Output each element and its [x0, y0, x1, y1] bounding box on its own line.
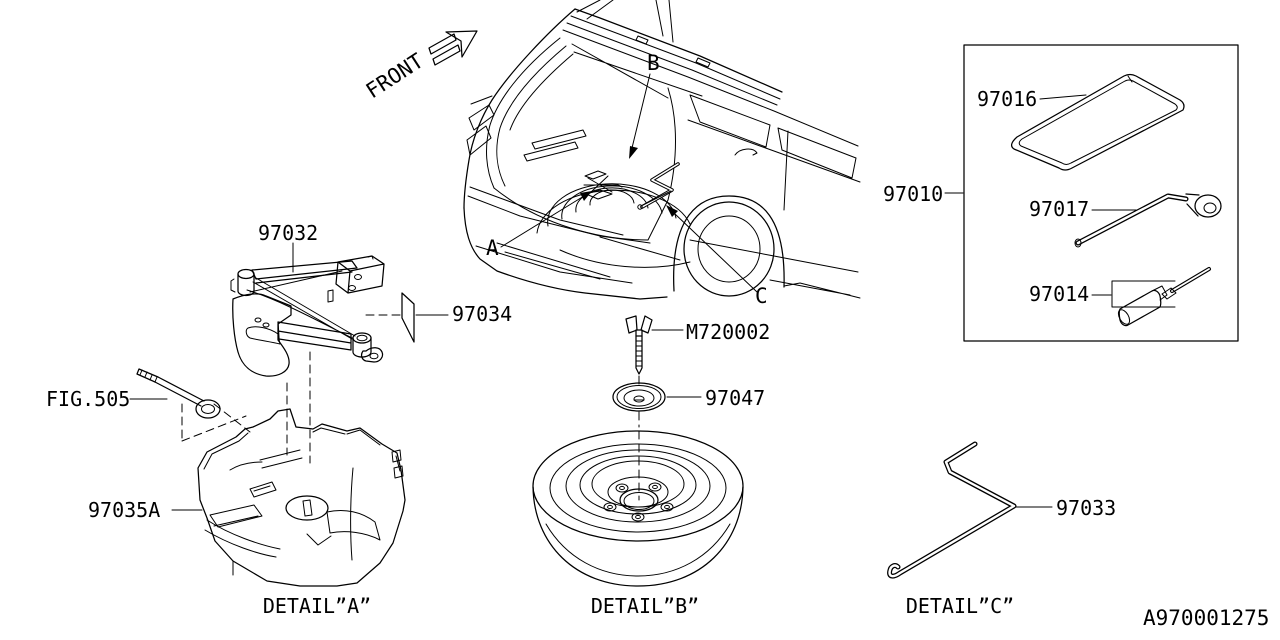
ref-label-a: A — [486, 236, 499, 260]
tool-kit-box: 97010 97016 97017 97014 — [883, 44, 1239, 342]
arrowhead-c-icon — [666, 205, 678, 217]
ref-label-b: B — [647, 51, 660, 75]
front-label: FRONT — [362, 48, 428, 103]
part-label-M720002: M720002 — [686, 320, 770, 344]
front-arrow-shaft-lower — [432, 44, 461, 66]
detail-c-caption: DETAIL”C” — [906, 594, 1014, 618]
arrowhead-b-icon — [629, 146, 638, 159]
part-label-97033: 97033 — [1056, 496, 1116, 520]
car-illustration — [463, 0, 861, 300]
tool-kit-frame — [963, 44, 1239, 342]
part-label-97047: 97047 — [705, 386, 765, 410]
tool-bag-drawing: 97016 — [977, 73, 1185, 171]
jack-drawing: 97032 — [230, 221, 385, 377]
spare-wheel-drawing: DETAIL”B” — [532, 430, 744, 618]
front-arrow-shaft-upper — [428, 33, 457, 55]
part-label-97014: 97014 — [1029, 282, 1089, 306]
foam-tray-drawing: 97035A DETAIL”A” — [88, 408, 406, 618]
lug-holes — [603, 482, 674, 522]
detail-a-caption: DETAIL”A” — [263, 594, 371, 618]
part-label-fig505: FIG.505 — [46, 387, 130, 411]
part-label-97032: 97032 — [258, 221, 318, 245]
ref-label-c: C — [755, 284, 768, 308]
stowed-jack-icon — [583, 170, 623, 200]
stowed-hook-icon — [637, 162, 680, 210]
part-label-97016: 97016 — [977, 87, 1037, 111]
wing-bolt-drawing: M720002 — [625, 315, 770, 375]
fig505-bolt-drawing: FIG.505 — [46, 351, 311, 464]
part-label-97035A: 97035A — [88, 498, 160, 522]
screwdriver-drawing: 97014 — [1029, 267, 1211, 327]
callout-c: C — [666, 205, 768, 308]
wheel-wrench-drawing: 97017 — [1029, 193, 1222, 248]
part-label-97010: 97010 — [883, 182, 943, 206]
front-arrow-head-icon — [445, 30, 478, 58]
part-label-97017: 97017 — [1029, 197, 1089, 221]
hook-drawing: 97033 DETAIL”C” — [887, 441, 1116, 618]
callout-a: A — [486, 191, 592, 260]
front-direction-arrow: FRONT — [362, 30, 478, 103]
jack-cover-drawing: 97034 — [365, 292, 512, 343]
part-label-97034: 97034 — [452, 302, 512, 326]
arrowhead-a-icon — [580, 191, 592, 201]
detail-b-caption: DETAIL”B” — [591, 594, 699, 618]
callout-b: B — [629, 51, 660, 159]
doc-number: A970001275 — [1143, 606, 1269, 630]
